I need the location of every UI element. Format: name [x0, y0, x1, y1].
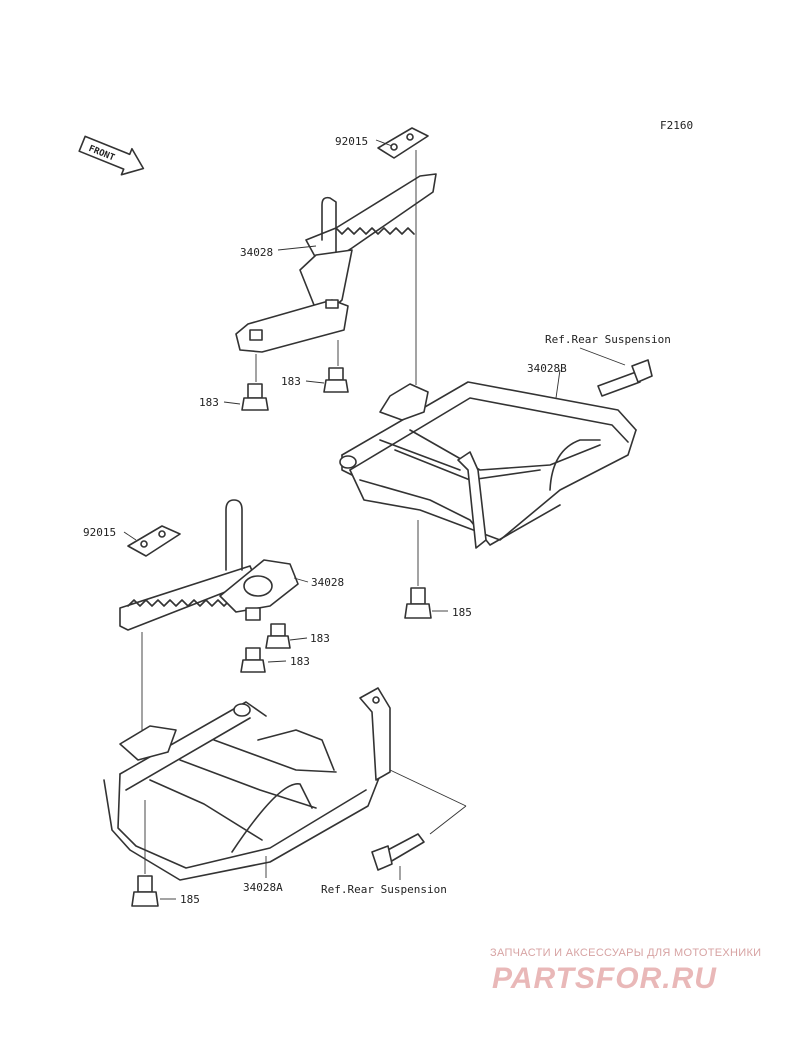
bolt-185-left	[131, 875, 159, 907]
upper-footrest	[235, 173, 437, 353]
bracket-34028B	[339, 381, 637, 549]
bolt-183-c	[265, 623, 291, 649]
label-ref-rear-top: Ref.Rear Suspension	[545, 333, 671, 346]
bolt-183-d	[240, 647, 266, 673]
label-183-a: 183	[281, 375, 301, 388]
bolt-183-a	[241, 383, 269, 411]
label-ref-rear-bottom: Ref.Rear Suspension	[321, 883, 447, 896]
label-183-b: 183	[199, 396, 219, 409]
bolt-185-right	[404, 587, 432, 619]
label-34028-bottom: 34028	[311, 576, 344, 589]
label-34028-top: 34028	[240, 246, 273, 259]
figure-code: F2160	[660, 119, 693, 132]
label-92015-top: 92015	[335, 135, 368, 148]
bolt-ref-bottom	[371, 833, 425, 871]
label-34028A: 34028A	[243, 881, 283, 894]
pad-bottom	[127, 525, 181, 557]
label-92015-bottom: 92015	[83, 526, 116, 539]
bracket-34028A	[103, 687, 391, 881]
front-arrow-icon: FRONT	[78, 135, 145, 176]
bolt-ref-top	[597, 359, 653, 397]
label-185-right: 185	[452, 606, 472, 619]
label-183-c: 183	[310, 632, 330, 645]
label-183-d: 183	[290, 655, 310, 668]
pad-top	[377, 127, 429, 159]
label-34028B: 34028B	[527, 362, 567, 375]
watermark-logo: PARTSFOR.RU	[492, 962, 717, 995]
bolt-183-b	[323, 367, 349, 393]
lower-footrest	[119, 499, 299, 631]
watermark-tagline: ЗАПЧАСТИ И АКСЕССУАРЫ ДЛЯ МОТОТЕХНИКИ	[490, 947, 762, 959]
label-185-left: 185	[180, 893, 200, 906]
